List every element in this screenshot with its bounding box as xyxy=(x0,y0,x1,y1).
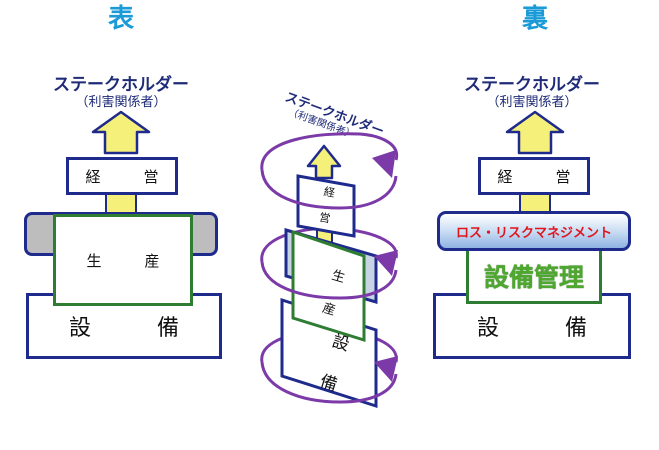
front-stakeholder-label: ステークホルダー xyxy=(53,75,189,95)
back-up-arrow xyxy=(505,110,565,155)
back-risk-management-band: ロス・リスクマネジメント xyxy=(437,211,631,251)
center-up-arrow xyxy=(306,144,342,180)
orbit-top-back xyxy=(260,132,399,171)
back-stakeholder-sub: （利害関係者） xyxy=(486,95,578,110)
back-stakeholder: ステークホルダー （利害関係者） xyxy=(432,75,632,111)
orbit-top-arrowhead xyxy=(372,150,396,178)
front-production-box: 生 産 xyxy=(53,214,193,306)
back-management-box: 経 営 xyxy=(478,157,590,195)
front-management-box: 経 営 xyxy=(66,157,178,195)
front-stakeholder-sub: （利害関係者） xyxy=(75,95,167,110)
orbit-middle-arrowhead xyxy=(374,250,398,276)
orbit-middle-front xyxy=(260,261,398,300)
back-heading: 裏 xyxy=(522,4,549,34)
center-management-panel xyxy=(296,174,356,238)
orbit-top-front xyxy=(260,169,398,210)
front-stakeholder: ステークホルダー （利害関係者） xyxy=(26,75,216,111)
orbit-bottom-front xyxy=(260,361,398,404)
front-heading: 表 xyxy=(108,4,135,34)
back-stakeholder-label: ステークホルダー xyxy=(464,75,600,95)
front-up-arrow xyxy=(91,110,151,155)
orbit-bottom-arrowhead xyxy=(374,356,398,382)
center-production-panel xyxy=(291,229,366,343)
